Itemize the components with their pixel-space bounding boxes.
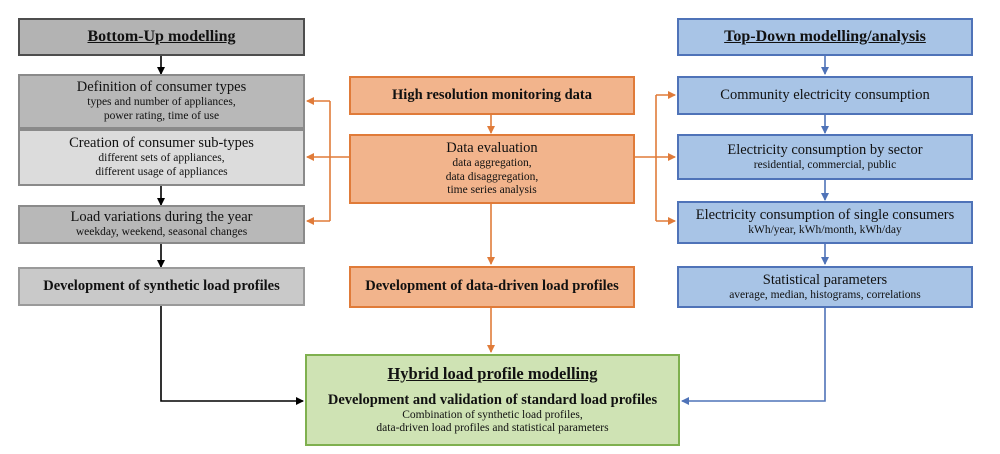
consumer-types-box: Definition of consumer types types and n… bbox=[18, 74, 305, 129]
data-evaluation-box: Data evaluation data aggregation, data d… bbox=[349, 134, 635, 204]
synthetic-profiles-box: Development of synthetic load profiles bbox=[18, 267, 305, 306]
top-down-header-text: Top-Down modelling/analysis bbox=[724, 27, 926, 45]
consumer-subtypes-title: Creation of consumer sub-types bbox=[69, 135, 254, 152]
consumer-types-sub1: types and number of appliances, bbox=[87, 96, 236, 109]
sector-consumption-sub1: residential, commercial, public bbox=[753, 158, 897, 171]
hybrid-sub2: data-driven load profiles and statistica… bbox=[376, 422, 609, 435]
hybrid-header-text: Hybrid load profile modelling bbox=[387, 364, 598, 384]
hybrid-modelling-box: Hybrid load profile modelling Developmen… bbox=[305, 354, 680, 446]
load-variations-title: Load variations during the year bbox=[70, 209, 253, 226]
community-consumption-box: Community electricity consumption bbox=[677, 76, 973, 115]
hybrid-title-text: Development and validation of standard l… bbox=[327, 391, 658, 408]
synthetic-profiles-text: Development of synthetic load profiles bbox=[43, 277, 280, 294]
load-variations-box: Load variations during the year weekday,… bbox=[18, 205, 305, 244]
statistical-parameters-box: Statistical parameters average, median, … bbox=[677, 266, 973, 308]
single-consumers-title: Electricity consumption of single consum… bbox=[695, 207, 955, 224]
consumer-types-sub2: power rating, time of use bbox=[103, 110, 220, 123]
data-driven-profiles-box: Development of data-driven load profiles bbox=[349, 266, 635, 308]
consumer-types-title: Definition of consumer types bbox=[76, 79, 247, 96]
data-evaluation-title: Data evaluation bbox=[446, 140, 538, 157]
arrow-synthetic-to-hybrid bbox=[160, 306, 304, 405]
arrow-statistical-to-hybrid bbox=[681, 308, 826, 405]
data-evaluation-sub3: time series analysis bbox=[447, 184, 537, 197]
sector-consumption-title: Electricity consumption by sector bbox=[727, 141, 923, 158]
data-evaluation-sub1: data aggregation, bbox=[452, 157, 532, 170]
top-down-header: Top-Down modelling/analysis bbox=[677, 18, 973, 56]
bottom-up-header-text: Bottom-Up modelling bbox=[87, 27, 236, 45]
single-consumers-sub1: kWh/year, kWh/month, kWh/day bbox=[748, 224, 902, 237]
data-evaluation-sub2: data disaggregation, bbox=[445, 170, 539, 183]
sector-consumption-box: Electricity consumption by sector reside… bbox=[677, 134, 973, 180]
single-consumers-box: Electricity consumption of single consum… bbox=[677, 201, 973, 244]
consumer-subtypes-box: Creation of consumer sub-types different… bbox=[18, 129, 305, 186]
community-consumption-text: Community electricity consumption bbox=[720, 86, 930, 103]
consumer-subtypes-sub2: different usage of appliances bbox=[95, 166, 228, 179]
statistical-parameters-title: Statistical parameters bbox=[762, 271, 888, 288]
data-driven-profiles-text: Development of data-driven load profiles bbox=[365, 278, 619, 295]
monitoring-data-box: High resolution monitoring data bbox=[349, 76, 635, 115]
consumer-subtypes-sub1: different sets of appliances, bbox=[98, 152, 225, 165]
monitoring-data-text: High resolution monitoring data bbox=[392, 86, 592, 103]
load-variations-sub1: weekday, weekend, seasonal changes bbox=[75, 226, 248, 239]
hybrid-sub1: Combination of synthetic load profiles, bbox=[402, 408, 583, 421]
bottom-up-header: Bottom-Up modelling bbox=[18, 18, 305, 56]
statistical-parameters-sub1: average, median, histograms, correlation… bbox=[729, 288, 921, 301]
